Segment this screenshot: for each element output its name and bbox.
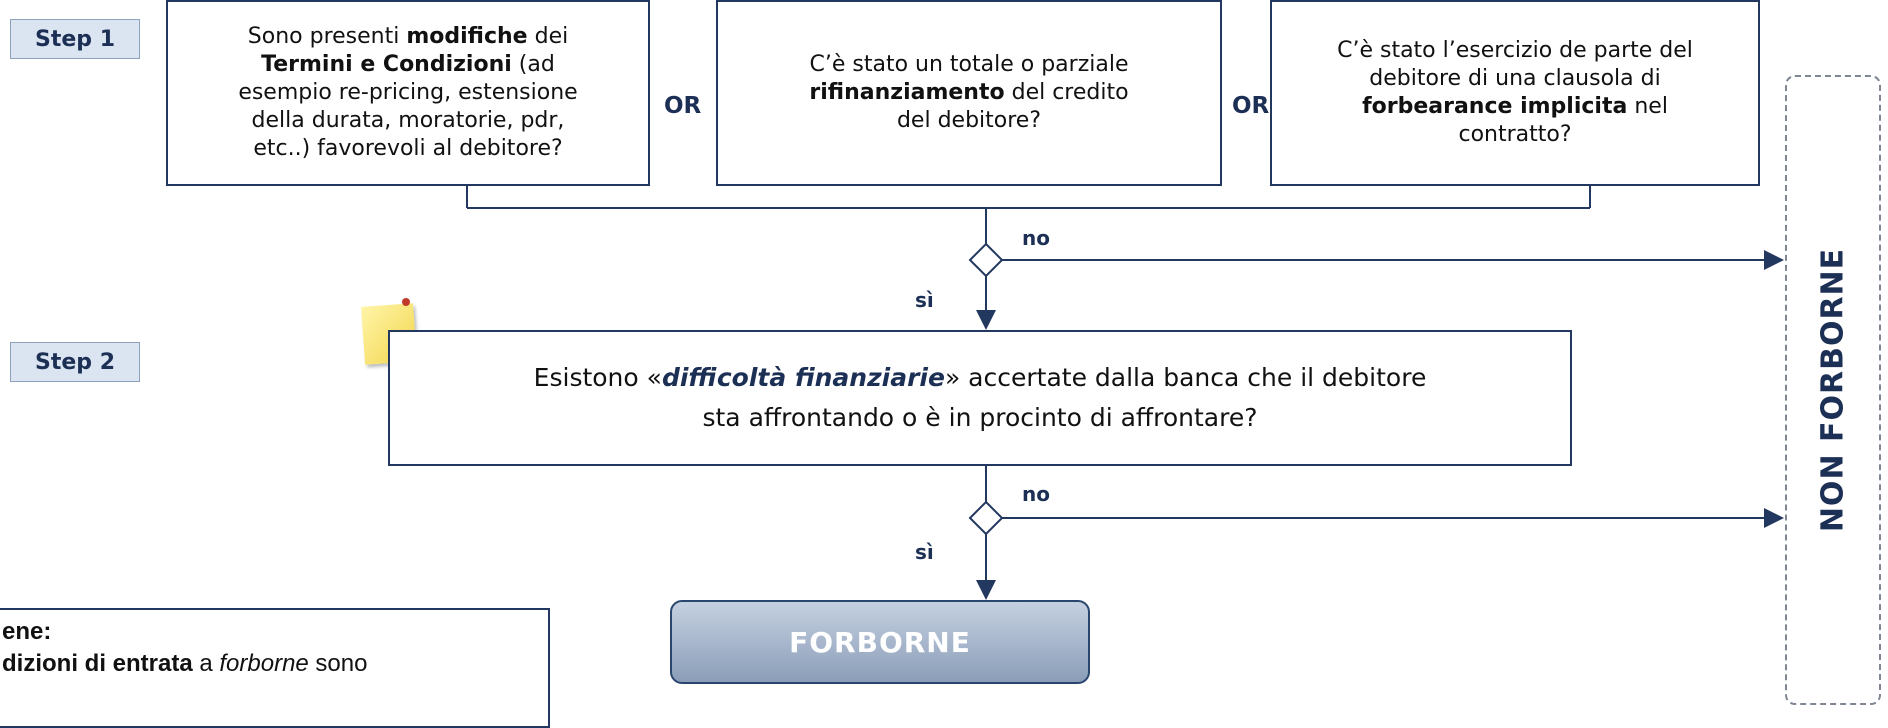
condition-box-terms: Sono presenti modifiche dei Termini e Co… <box>166 0 650 186</box>
decision2-no-label: no <box>1022 482 1050 506</box>
condition-box-refinancing: C’è stato un totale o parziale rifinanzi… <box>716 0 1222 186</box>
non-forborne-label: NON FORBORNE <box>1815 247 1851 533</box>
pin-icon <box>402 298 410 306</box>
or-label-1: OR <box>664 93 702 119</box>
note-box: ene: dizioni di entrata a forborne sono <box>0 608 550 728</box>
condition-box-forbearance: C’è stato l’esercizio de parte del debit… <box>1270 0 1760 186</box>
decision-diamond-1 <box>968 242 1004 278</box>
step2-label: Step 2 <box>35 349 115 375</box>
forborne-outcome: FORBORNE <box>670 600 1090 684</box>
non-forborne-outcome <box>1785 75 1881 705</box>
forborne-label: FORBORNE <box>789 625 971 659</box>
decision1-yes-label: sì <box>915 288 934 312</box>
note-title: ene: <box>2 618 52 645</box>
step2-tag: Step 2 <box>10 342 140 382</box>
financial-difficulty-box: Esistono «difficoltà finanziarie» accert… <box>388 330 1572 466</box>
step1-tag: Step 1 <box>10 19 140 59</box>
decision-diamond-2 <box>968 500 1004 536</box>
flow-connectors <box>466 186 1784 600</box>
step1-label: Step 1 <box>35 26 115 52</box>
decision1-no-label: no <box>1022 226 1050 250</box>
or-label-2: OR <box>1232 93 1270 119</box>
decision2-yes-label: sì <box>915 540 934 564</box>
